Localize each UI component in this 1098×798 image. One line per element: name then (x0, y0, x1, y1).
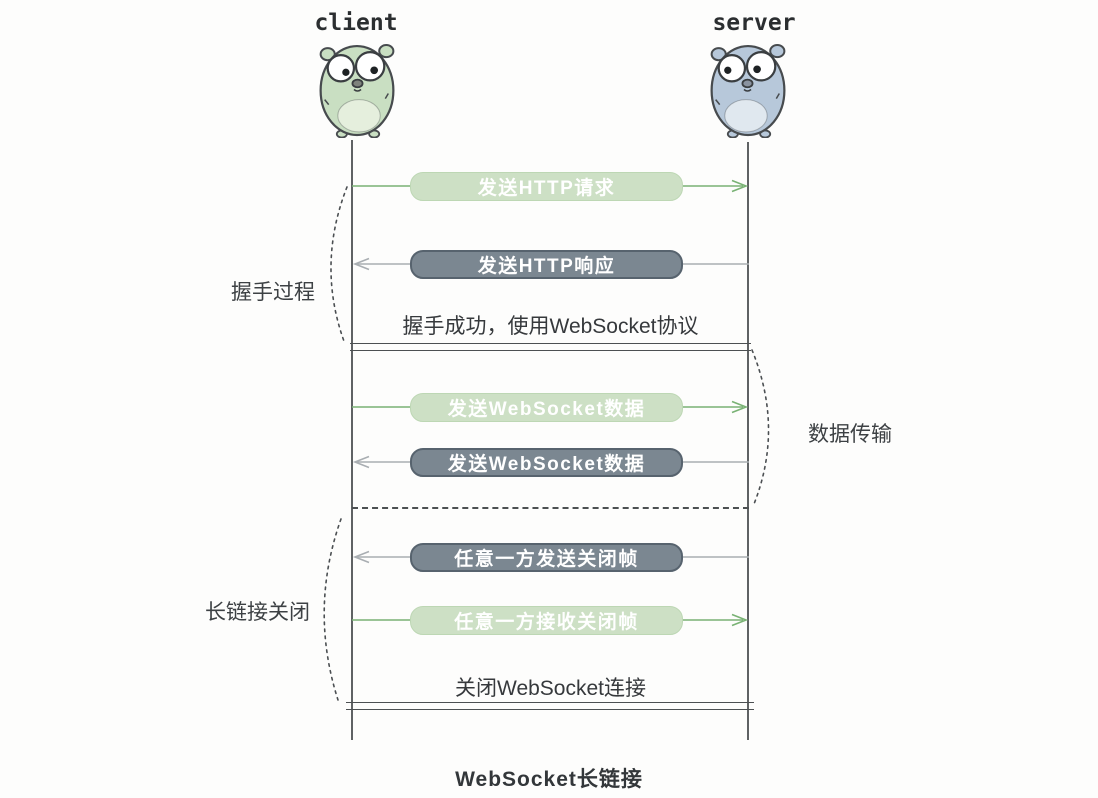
client-lifeline (351, 140, 353, 740)
separator-double-line (346, 702, 754, 710)
phase-label-data-transfer: 数据传输 (808, 423, 892, 446)
server-lifeline (747, 142, 749, 740)
message-pill: 发送WebSocket数据 (410, 448, 683, 477)
separator-double-line (350, 343, 751, 351)
server-gopher-icon (710, 44, 786, 138)
brace-handshake (330, 186, 348, 345)
note-handshake-success: 握手成功，使用WebSocket协议 (402, 315, 699, 338)
note-close-connection: 关闭WebSocket连接 (455, 677, 646, 700)
diagram-caption: WebSocket长链接 (455, 768, 643, 791)
server-label: server (712, 10, 796, 36)
client-label: client (314, 10, 398, 36)
message-pill: 任意一方接收关闭帧 (410, 606, 683, 635)
message-pill: 发送HTTP请求 (410, 172, 683, 201)
client-gopher-icon (319, 44, 395, 138)
phase-label-close: 长链接关闭 (205, 601, 310, 624)
separator-dashed (352, 507, 749, 509)
message-pill: 任意一方发送关闭帧 (410, 543, 683, 572)
phase-label-handshake: 握手过程 (231, 281, 315, 304)
brace-close (323, 518, 342, 701)
brace-data-transfer (751, 349, 770, 505)
message-pill: 发送WebSocket数据 (410, 393, 683, 422)
message-pill: 发送HTTP响应 (410, 250, 683, 279)
